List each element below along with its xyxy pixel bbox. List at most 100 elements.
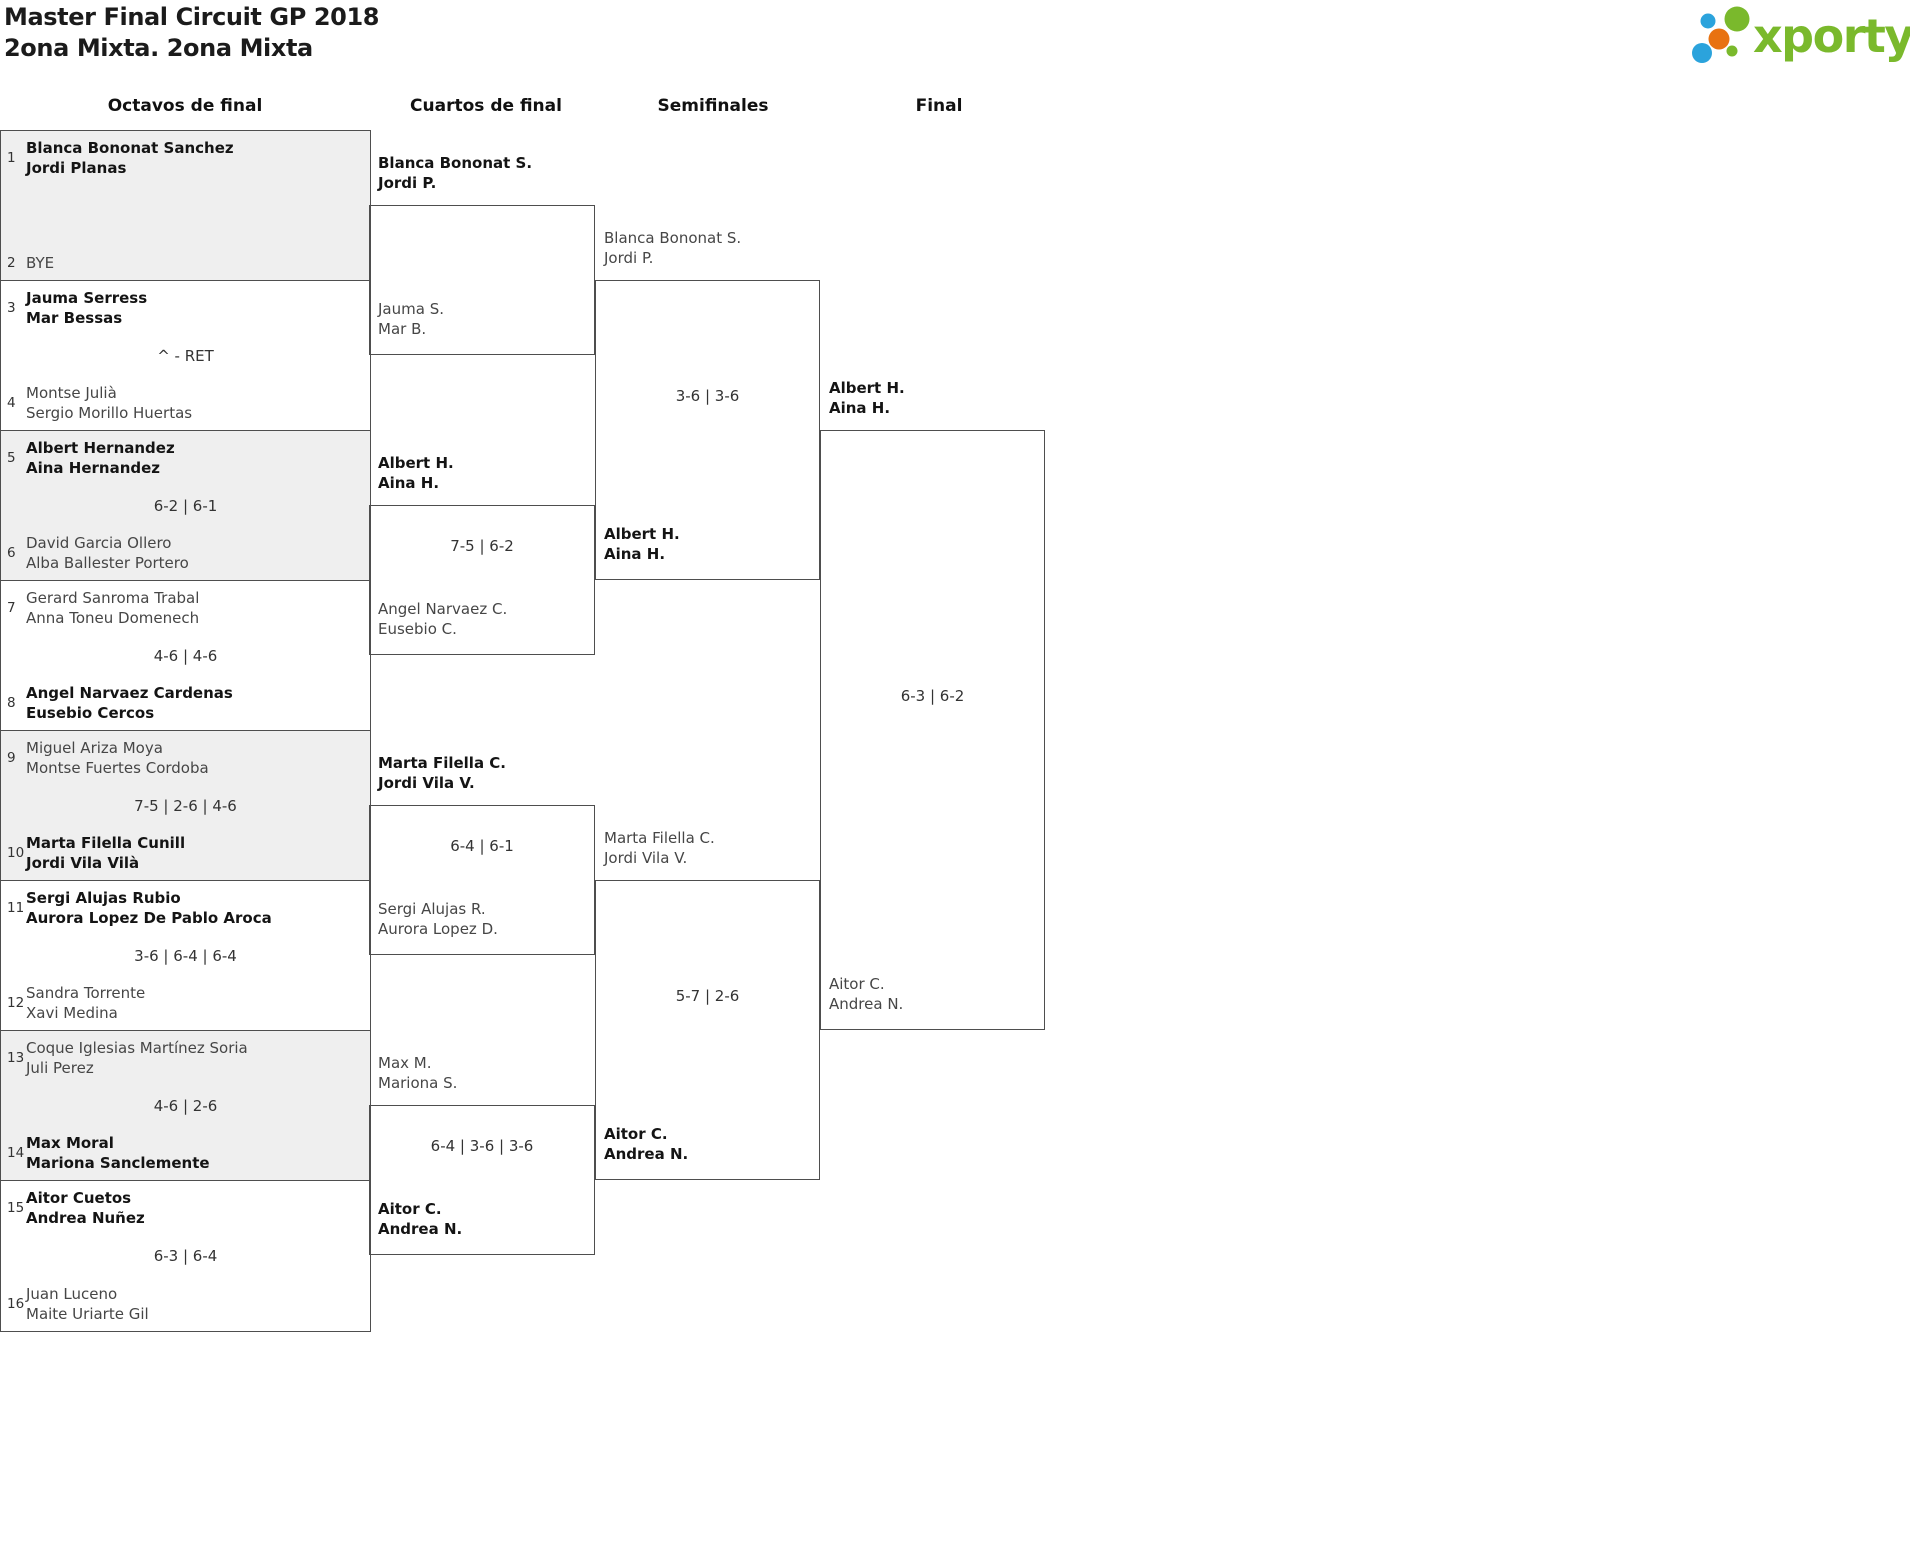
team-name-line: Juli Perez: [26, 1059, 94, 1077]
match-score: 4-6 | 4-6: [153, 647, 218, 665]
entry-number: 8: [7, 695, 16, 711]
team-name-line: Jordi Vila V.: [604, 849, 688, 867]
team-name-line: Max Moral: [26, 1134, 114, 1152]
team-names: Aitor C.Andrea N.: [378, 1199, 462, 1239]
match-score: 3-6 | 6-4 | 6-4: [134, 947, 237, 965]
xporty-logo-icon: xporty: [1692, 6, 1910, 63]
team-names: Aitor C.Andrea N.: [829, 974, 903, 1014]
team-name-line: Juan Luceno: [26, 1285, 118, 1303]
team-name-line: Aina H.: [604, 545, 666, 563]
page-header: Master Final Circuit GP 2018 2ona Mixta.…: [4, 2, 379, 63]
page-title: Master Final Circuit GP 2018: [4, 3, 380, 31]
team-name-line: Eusebio C.: [378, 620, 457, 638]
quarterfinal-match-4: Max M.Mariona S. Aitor C.Andrea N. 6-4 | 3…: [369, 1054, 595, 1255]
entry-number: 7: [7, 600, 16, 616]
logo-text: xporty: [1753, 9, 1910, 63]
team-name-line: Mar Bessas: [26, 309, 123, 327]
xporty-logo: xporty: [1660, 0, 1910, 75]
team-name-line: Coque Iglesias Martínez Soria: [26, 1039, 248, 1057]
entry-number: 16: [7, 1296, 25, 1312]
team-name-line: Albert H.: [829, 379, 905, 397]
match-score: 6-4 | 3-6 | 3-6: [430, 1137, 534, 1155]
team-name-line: Mariona S.: [378, 1074, 458, 1092]
team-name-line: Aurora Lopez De Pablo Aroca: [26, 909, 272, 927]
team-name-line: Xavi Medina: [26, 1004, 118, 1022]
team-name-line: Marta Filella Cunill: [26, 834, 186, 852]
team-name-line: Aina Hernandez: [26, 459, 161, 477]
team-name-line: Jauma S.: [378, 300, 444, 318]
entry-number: 15: [7, 1200, 25, 1216]
match-score: 6-4 | 6-1: [450, 837, 514, 855]
team-name-line: Maite Uriarte Gil: [26, 1305, 149, 1323]
team-name-line: Jauma Serress: [26, 289, 148, 307]
team-name-line: Montse Julià: [26, 384, 117, 402]
quarterfinal-match-3: Marta Filella C.Jordi Vila V. Sergi Aluja…: [369, 754, 595, 955]
team-name-line: Albert H.: [378, 454, 454, 472]
logo-dot-green-large: [1724, 6, 1750, 32]
team-names: Albert H.Aina H.: [378, 453, 454, 493]
logo-dot-blue-small: [1700, 13, 1716, 29]
match-score: 7-5 | 2-6 | 4-6: [134, 797, 237, 815]
team-name-line: Aitor C.: [829, 975, 885, 993]
team-name-line: BYE: [26, 254, 55, 272]
team-names: Albert H.Aina H.: [604, 524, 680, 564]
team-names: BYE: [26, 253, 54, 273]
team-name-line: Blanca Bononat S.: [604, 229, 742, 247]
team-name-line: Aitor Cuetos: [26, 1189, 132, 1207]
match-score: 3-6 | 3-6: [675, 387, 740, 405]
team-name-line: Sandra Torrente: [26, 984, 146, 1002]
entry-number: 9: [7, 750, 16, 766]
match-score: 7-5 | 6-2: [450, 537, 514, 555]
round-header-final: Final: [915, 96, 963, 116]
team-name-line: Gerard Sanroma Trabal: [26, 589, 200, 607]
entry-number: 1: [7, 150, 16, 166]
team-names: Blanca Bononat S.Jordi P.: [378, 153, 532, 193]
team-names: Max M.Mariona S.: [378, 1053, 457, 1093]
team-name-line: David Garcia Ollero: [26, 534, 172, 552]
team-name-line: Jordi P.: [378, 174, 437, 192]
team-name-line: Jordi P.: [604, 249, 654, 267]
team-name-line: Anna Toneu Domenech: [26, 609, 200, 627]
entry-number: 5: [7, 450, 16, 466]
semifinal-match-1: Blanca Bononat S. Jordi P. Albert H.Aina H…: [595, 229, 820, 580]
team-name-line: Marta Filella C.: [604, 829, 715, 847]
match-score: ^ - RET: [157, 347, 214, 365]
team-names: Marta Filella C.Jordi Vila V.: [378, 753, 506, 793]
team-names: Jauma S.Mar B.: [378, 299, 444, 339]
match-score: 5-7 | 2-6: [675, 987, 740, 1005]
team-name-line: Eusebio Cercos: [26, 704, 155, 722]
logo-dot-orange: [1708, 28, 1730, 50]
entry-number: 3: [7, 300, 16, 316]
team-names: Albert H.Aina H.: [829, 378, 905, 418]
team-name-line: Sergi Alujas R.: [378, 900, 486, 918]
match-score: 6-3 | 6-4: [153, 1247, 218, 1265]
team-name-line: Sergi Alujas Rubio: [26, 889, 181, 907]
team-names: Sergi Alujas R.Aurora Lopez D.: [378, 899, 498, 939]
entry-number: 2: [7, 255, 16, 271]
